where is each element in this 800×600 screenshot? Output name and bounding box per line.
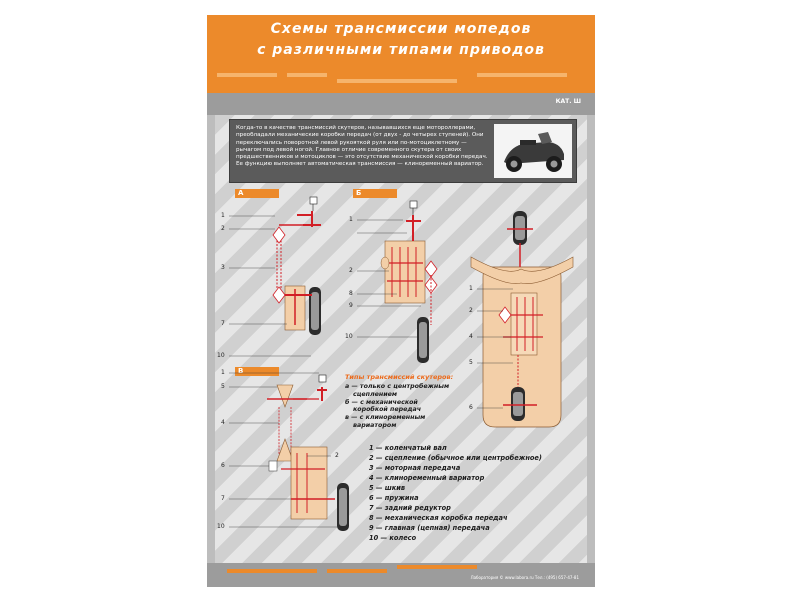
label-a-10: 10: [217, 352, 225, 359]
legend-item: 5 — шкив: [369, 484, 406, 492]
label-c-5: 5: [221, 383, 225, 390]
label-top-6: 6: [469, 404, 473, 411]
parts-legend: 1 — коленчатый вал 2 — сцепление (обычно…: [369, 443, 549, 543]
label-c-10: 10: [217, 523, 225, 530]
legend-item: 7 — задний редуктор: [369, 504, 451, 512]
legend-item: 8 — механическая коробка передач: [369, 514, 508, 522]
legend-item: 1 — коленчатый вал: [369, 444, 447, 452]
legend-item: 9 — главная (цепная) передача: [369, 524, 490, 532]
poster-title-line2: с различными типами приводов: [257, 42, 545, 58]
label-top-5: 5: [469, 359, 473, 366]
section-c-tag: В: [235, 367, 279, 376]
label-c-6: 6: [221, 462, 225, 469]
sub-band: КАТ. Ш: [207, 93, 595, 115]
label-b-10: 10: [345, 333, 353, 340]
footer-text: Лаборатория © www.labora.ru Тел.: (495) …: [470, 575, 579, 580]
footer-band: Лаборатория © www.labora.ru Тел.: (495) …: [207, 563, 595, 587]
type-line: вариатором: [353, 421, 397, 429]
label-b-2: 2: [349, 267, 353, 274]
deco-stripe: [227, 569, 317, 573]
label-b-9: 9: [349, 302, 353, 309]
label-a-2: 2: [221, 225, 225, 232]
type-line: коробкой передач: [353, 406, 422, 414]
intro-box: Когда-то в качестве трансмиссий скутеров…: [229, 119, 577, 183]
legend-item: 3 — моторная передача: [369, 464, 461, 472]
legend-item: 10 — колесо: [369, 534, 417, 542]
deco-stripe: [287, 73, 327, 77]
deco-stripe: [397, 565, 477, 569]
label-c-2: 2: [335, 452, 339, 459]
label-c-4: 4: [221, 419, 225, 426]
label-a-7: 7: [221, 320, 225, 327]
type-line: сцеплением: [353, 390, 398, 398]
diagram-a: [229, 196, 321, 357]
legend-item: 2 — сцепление (обычное или центробежное): [369, 454, 542, 462]
legend-item: 4 — клиноременный вариатор: [369, 474, 485, 482]
scooter-photo: [494, 124, 572, 178]
deco-stripe: [477, 73, 567, 77]
poster: Схемы трансмиссии мопедов с различными т…: [207, 15, 595, 587]
types-title: Типы трансмиссий скутеров:: [345, 373, 454, 381]
label-top-2: 2: [469, 307, 473, 314]
deco-stripe: [327, 569, 387, 573]
type-line: б — с механической: [345, 398, 418, 406]
label-b-1: 1: [349, 216, 353, 223]
label-c-1: 1: [221, 369, 225, 376]
legend-item: 6 — пружина: [369, 494, 419, 502]
deco-stripe: [337, 79, 457, 83]
intro-text: Когда-то в качестве трансмиссий скутеров…: [236, 125, 488, 168]
poster-title-line1: Схемы трансмиссии мопедов: [270, 21, 532, 37]
diagram-c: [229, 372, 349, 531]
label-top-1: 1: [469, 285, 473, 292]
type-line: в — с клиноременным: [345, 414, 426, 422]
label-b-8: 8: [349, 290, 353, 297]
title-band: Схемы трансмиссии мопедов с различными т…: [207, 15, 595, 93]
type-line: а — только с центробежным: [345, 383, 450, 390]
catalog-label: КАТ. Ш: [555, 98, 581, 105]
diagram-b: [357, 200, 438, 363]
section-b-tag: Б: [353, 189, 397, 198]
section-a-tag: А: [235, 189, 279, 198]
diagram-top-view: [470, 211, 574, 428]
label-c-7: 7: [221, 495, 225, 502]
transmission-types-box: Типы трансмиссий скутеров: а — только с …: [345, 373, 465, 430]
label-a-1: 1: [221, 212, 225, 219]
deco-stripe: [217, 73, 277, 77]
transmission-diagrams: [229, 196, 574, 531]
label-top-4: 4: [469, 333, 473, 340]
label-a-3: 3: [221, 264, 225, 271]
